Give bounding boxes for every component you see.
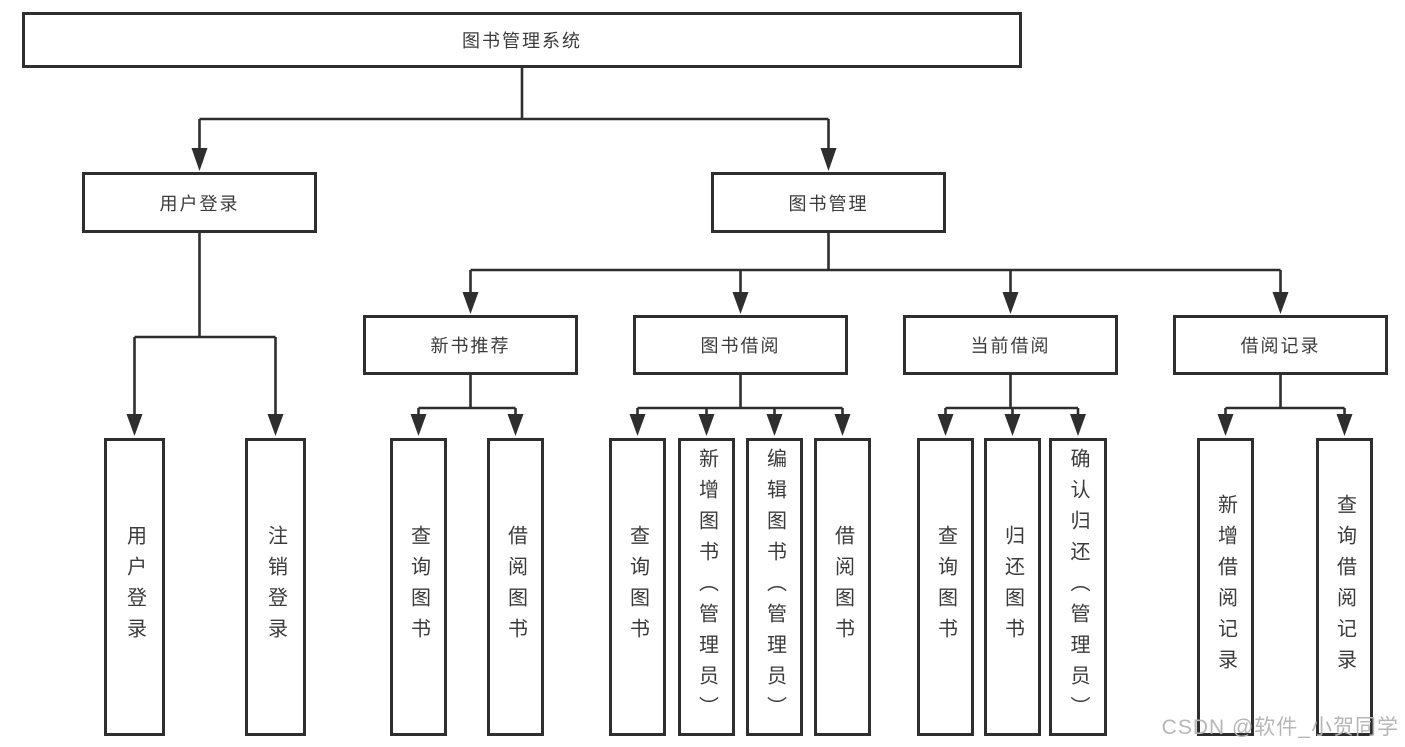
node-book-borrow-label: 图书借阅 [700, 336, 781, 356]
leaf-cb-confirm-return-admin: 确认归还（管理员） [1049, 438, 1107, 736]
leaf-cb-confirm-return-admin-label: 确认归还（管理员） [1067, 447, 1089, 727]
leaf-bb-add-book-admin: 新增图书（管理员） [678, 438, 735, 736]
leaf-bb-add-book-admin-label: 新增图书（管理员） [695, 447, 718, 727]
leaf-br-query-record-label: 查询借阅记录 [1333, 494, 1356, 680]
leaf-nb-query-book-label: 查询图书 [407, 525, 430, 649]
leaf-user-login: 用户登录 [104, 438, 165, 736]
node-current-borrow: 当前借阅 [903, 315, 1118, 375]
leaf-bb-query-book: 查询图书 [609, 438, 666, 736]
node-borrow-record-label: 借阅记录 [1240, 336, 1321, 356]
node-book-management-label: 图书管理 [788, 193, 869, 214]
leaf-bb-query-book-label: 查询图书 [626, 525, 649, 649]
node-new-book-recommend-label: 新书推荐 [430, 336, 511, 356]
node-book-management: 图书管理 [711, 172, 946, 233]
leaf-nb-borrow-book: 借阅图书 [487, 438, 544, 736]
node-current-borrow-label: 当前借阅 [970, 336, 1051, 356]
leaf-bb-borrow-book-label: 借阅图书 [831, 525, 854, 649]
leaf-cb-query-book-label: 查询图书 [934, 525, 957, 649]
node-user-login-label: 用户登录 [159, 193, 240, 214]
leaf-logout-login: 注销登录 [245, 438, 306, 736]
node-root: 图书管理系统 [22, 12, 1022, 68]
leaf-nb-borrow-book-label: 借阅图书 [504, 525, 527, 649]
node-user-login: 用户登录 [82, 172, 317, 233]
node-new-book-recommend: 新书推荐 [363, 315, 578, 375]
node-root-label: 图书管理系统 [462, 31, 582, 51]
watermark: CSDN @软件_小贺同学 [1161, 716, 1399, 739]
leaf-br-add-record-label: 新增借阅记录 [1214, 494, 1237, 680]
node-book-borrow: 图书借阅 [633, 315, 848, 375]
leaf-bb-edit-book-admin: 编辑图书（管理员） [746, 438, 803, 736]
leaf-cb-return-book: 归还图书 [984, 438, 1041, 736]
leaf-user-login-label: 用户登录 [123, 525, 146, 649]
leaf-logout-login-label: 注销登录 [264, 525, 287, 649]
leaf-nb-query-book: 查询图书 [390, 438, 447, 736]
leaf-bb-edit-book-admin-label: 编辑图书（管理员） [763, 447, 786, 727]
node-borrow-record: 借阅记录 [1173, 315, 1388, 375]
leaf-br-add-record: 新增借阅记录 [1197, 438, 1254, 736]
leaf-cb-query-book: 查询图书 [917, 438, 974, 736]
leaf-bb-borrow-book: 借阅图书 [814, 438, 871, 736]
leaf-br-query-record: 查询借阅记录 [1316, 438, 1373, 736]
leaf-cb-return-book-label: 归还图书 [1001, 525, 1024, 649]
